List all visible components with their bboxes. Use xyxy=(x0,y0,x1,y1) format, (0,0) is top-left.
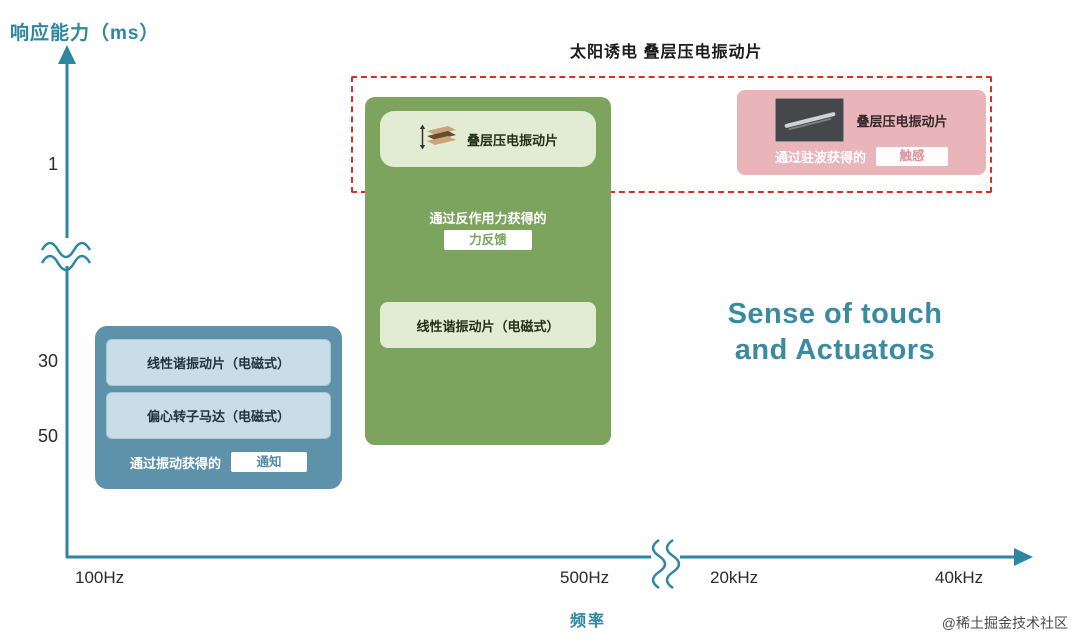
x-tick-20khz: 20kHz xyxy=(710,568,759,587)
diagram-title: 太阳诱电 叠层压电振动片 xyxy=(570,44,763,61)
y-axis-arrow xyxy=(58,45,76,64)
group-caption: 通过振动获得的 xyxy=(129,455,221,471)
annotation-line-1: Sense of touch xyxy=(727,298,943,330)
item-label: 叠层压电振动片 xyxy=(466,132,558,148)
group-caption: 通过反作用力获得的 xyxy=(429,211,547,226)
x-axis-arrow xyxy=(1014,548,1033,566)
force-feedback-badge: 力反馈 xyxy=(444,230,532,250)
highlight-frame xyxy=(351,76,992,193)
x-tick-500hz: 500Hz xyxy=(560,568,610,587)
multilayer-piezo-icon xyxy=(418,120,458,159)
watermark: @稀土掘金技术社区 xyxy=(941,615,1068,631)
linear-resonant-item: 线性谐振动片（电磁式） xyxy=(380,302,596,348)
notification-badge: 通知 xyxy=(231,452,307,472)
y-tick-50: 50 xyxy=(37,426,58,446)
eccentric-motor-item: 偏心转子马达（电磁式） xyxy=(106,392,331,439)
y-axis-break xyxy=(40,241,92,259)
annotation-line-2: and Actuators xyxy=(734,334,936,367)
standing-wave-group: 叠层压电振动片 通过驻波获得的 触感 xyxy=(737,90,986,175)
x-tick-40khz: 40kHz xyxy=(935,568,984,587)
haptics-badge: 触感 xyxy=(876,147,948,166)
y-tick-1: 1 xyxy=(47,154,58,174)
actuator-photo xyxy=(775,98,845,142)
piezo-group: 叠层压电振动片 通过反作用力获得的 力反馈 线性谐振动片（电磁式） xyxy=(365,97,611,445)
y-axis-label: 响应能力（ms） xyxy=(10,23,160,44)
group-caption: 通过驻波获得的 xyxy=(774,150,866,165)
x-axis-label: 频率 xyxy=(569,613,606,630)
y-tick-30: 30 xyxy=(37,351,58,371)
vibration-group: 线性谐振动片（电磁式） 偏心转子马达（电磁式） 通过振动获得的 通知 xyxy=(95,326,342,489)
x-tick-100hz: 100Hz xyxy=(75,568,125,587)
linear-resonant-item: 线性谐振动片（电磁式） xyxy=(106,339,331,386)
item-label: 叠层压电振动片 xyxy=(856,113,948,129)
annotation-text: Sense of touch and Actuators xyxy=(690,296,980,369)
multilayer-piezo-item: 叠层压电振动片 xyxy=(380,111,596,167)
x-axis-break xyxy=(651,538,667,590)
